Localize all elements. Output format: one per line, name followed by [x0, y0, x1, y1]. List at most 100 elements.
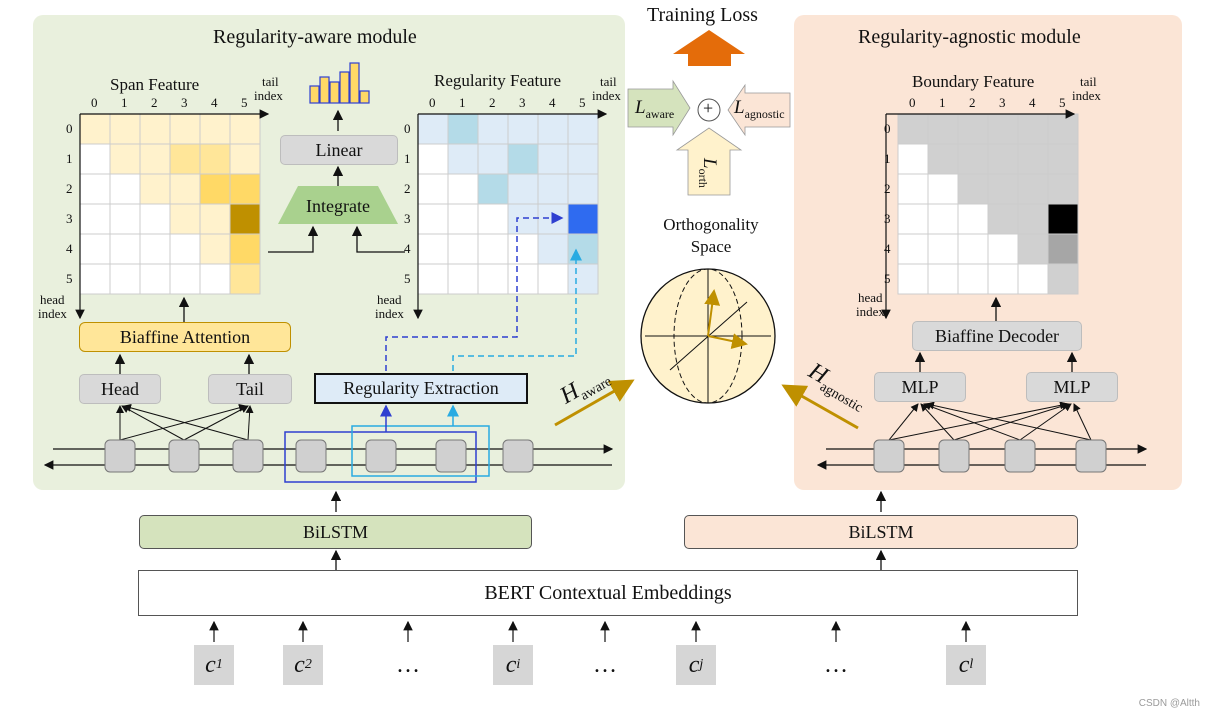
x-tick-label: 3 — [999, 95, 1006, 110]
head-index-label: head — [40, 292, 65, 307]
l-orth-label: Lorth — [696, 158, 720, 188]
grid-cell — [199, 173, 231, 205]
span-feature-grid — [79, 113, 261, 295]
grid-cell — [537, 173, 569, 205]
x-tick-label: 0 — [909, 95, 916, 110]
integrate-block — [278, 186, 398, 224]
grid-cell — [477, 113, 509, 145]
grid-cell — [897, 263, 929, 295]
grid-cell — [199, 113, 231, 145]
grid-cell — [139, 143, 171, 175]
boundary-feature-grid — [897, 113, 1079, 295]
grid-cell — [139, 233, 171, 265]
y-tick-label: 5 — [884, 271, 891, 286]
training-loss-title: Training Loss — [647, 4, 758, 26]
grid-cell — [927, 113, 959, 145]
watermark: CSDN @Altth — [1138, 698, 1200, 709]
grid-cell — [229, 203, 261, 235]
x-tick-label: 5 — [1059, 95, 1066, 110]
l-orth-arrow — [675, 127, 743, 196]
head-index-label: index — [375, 306, 404, 321]
grid-cell — [567, 233, 599, 265]
lstm-cells-aware — [104, 439, 534, 473]
training-loss-up-arrow — [673, 30, 745, 66]
grid-cell — [199, 143, 231, 175]
grid-cell — [957, 113, 989, 145]
y-tick-label: 1 — [66, 151, 73, 166]
grid-cell — [537, 113, 569, 145]
regularity-extraction-box: Regularity Extraction — [314, 373, 528, 404]
x-tick-label: 5 — [579, 95, 586, 110]
grid-cell — [987, 173, 1019, 205]
grid-cell — [169, 203, 201, 235]
x-tick-label: 3 — [519, 95, 526, 110]
plus-label: + — [703, 98, 714, 118]
grid-cell — [1017, 143, 1049, 175]
grid-cell — [987, 233, 1019, 265]
grid-cell — [1017, 263, 1049, 295]
grid-cell — [957, 263, 989, 295]
input-token: … — [396, 651, 420, 678]
grid-cell — [447, 233, 479, 265]
grid-cell — [897, 173, 929, 205]
grid-cell — [1017, 113, 1049, 145]
grid-cell — [477, 233, 509, 265]
l-aware-arrow — [627, 79, 691, 137]
x-tick-label: 0 — [429, 95, 436, 110]
grid-cell — [567, 113, 599, 145]
grid-cell — [79, 113, 111, 145]
x-tick-label: 1 — [459, 95, 466, 110]
grid-cell — [987, 113, 1019, 145]
head-index-label: head — [858, 290, 883, 305]
grid-cell — [477, 203, 509, 235]
grid-cell — [507, 143, 539, 175]
x-tick-label: 1 — [121, 95, 128, 110]
tail-box: Tail — [208, 374, 292, 404]
grid-cell — [229, 263, 261, 295]
grid-cell — [417, 263, 449, 295]
grid-cell — [1047, 173, 1079, 205]
agnostic-module-title: Regularity-agnostic module — [858, 26, 1081, 48]
l-agnostic-arrow — [727, 83, 791, 137]
grid-cell — [897, 203, 929, 235]
y-tick-label: 0 — [404, 121, 411, 136]
grid-cell — [537, 203, 569, 235]
grid-axes — [75, 109, 1076, 320]
grid-cell — [927, 263, 959, 295]
grid-cell — [169, 143, 201, 175]
grid-cell — [79, 173, 111, 205]
y-tick-label: 3 — [66, 211, 73, 226]
grid-cell — [987, 203, 1019, 235]
grid-cell — [109, 233, 141, 265]
grid-cell — [957, 143, 989, 175]
bilstm-agnostic-box: BiLSTM — [684, 515, 1078, 549]
y-tick-label: 2 — [884, 181, 891, 196]
grid-cell — [417, 233, 449, 265]
x-tick-label: 4 — [549, 95, 556, 110]
grid-cell — [447, 263, 479, 295]
linear-box: Linear — [280, 135, 398, 165]
grid-cell — [567, 143, 599, 175]
y-tick-label: 0 — [66, 121, 73, 136]
grid-cell — [957, 233, 989, 265]
head-index-label: head — [377, 292, 402, 307]
dashed-light-blue-path — [452, 248, 582, 371]
grid-cell — [537, 233, 569, 265]
grid-cell — [987, 263, 1019, 295]
x-tick-label: 0 — [91, 95, 98, 110]
grid-cell — [507, 173, 539, 205]
window-dark-blue — [284, 431, 477, 483]
histogram-icon — [309, 62, 370, 104]
grid-cell — [79, 233, 111, 265]
y-tick-label: 3 — [404, 211, 411, 226]
grid-cell — [957, 173, 989, 205]
plus-circle — [697, 98, 721, 122]
y-tick-label: 2 — [404, 181, 411, 196]
head-box: Head — [79, 374, 161, 404]
grid-cell — [477, 173, 509, 205]
x-tick-label: 3 — [181, 95, 188, 110]
